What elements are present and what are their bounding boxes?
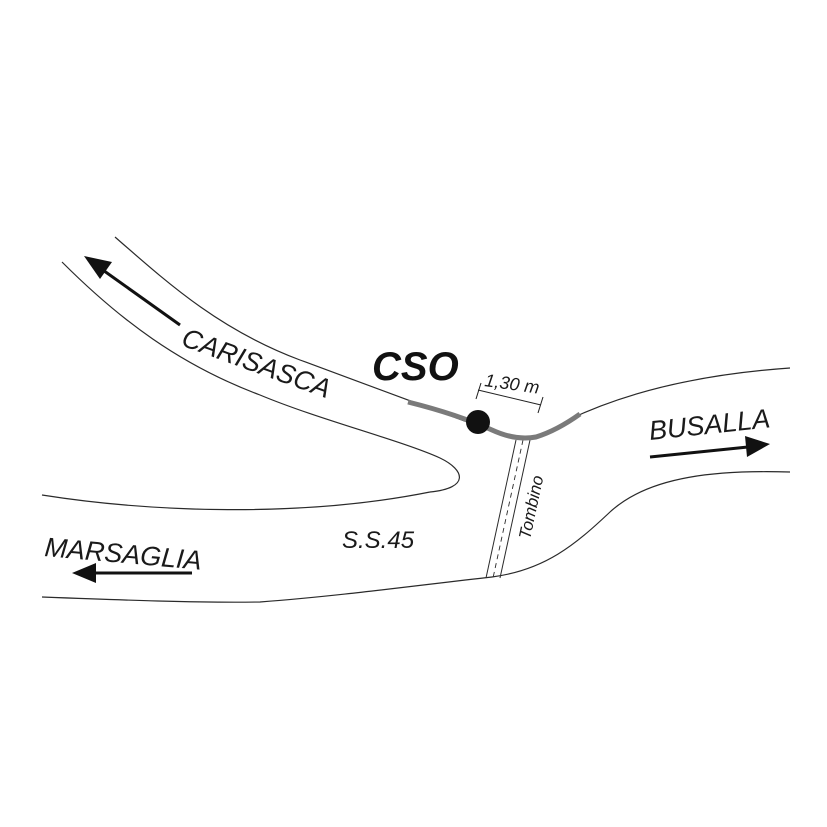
carisasca-label: CARISASCA: [178, 322, 335, 404]
ss45-road-upper-edge: [41, 491, 431, 511]
ss45-road-lower-edge: [41, 471, 791, 603]
marsaglia-arrow: [72, 563, 192, 583]
marsaglia-label: MARSAGLIA: [43, 532, 203, 576]
carisasca-arrow: [84, 256, 181, 327]
cso-label: CSO: [372, 345, 459, 389]
road-code-label: S.S.45: [342, 527, 415, 554]
dimension-line: [477, 389, 542, 406]
carisasca-road-upper-edge: [114, 236, 471, 424]
culvert-centre-line: [492, 439, 524, 579]
busalla-arrow: [649, 436, 770, 459]
busalla-road-upper-edge: [567, 367, 791, 421]
culvert-left-edge: [485, 439, 517, 579]
cso-point-marker: [466, 410, 490, 434]
duct-line: [407, 399, 582, 441]
dimension-tick-left: [475, 382, 482, 400]
dimension-tick-right: [537, 396, 544, 414]
culvert-right-edge: [499, 439, 531, 579]
carisasca-road-lower-edge: [61, 261, 460, 493]
